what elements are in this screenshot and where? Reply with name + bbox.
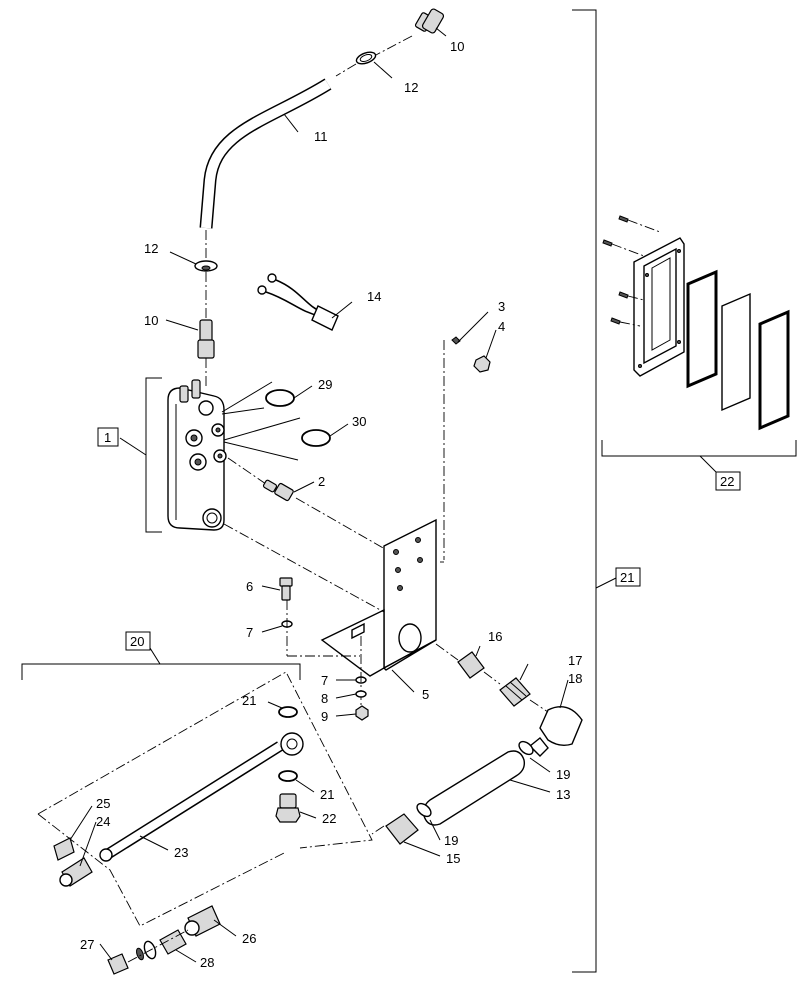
fitting-28 <box>136 929 187 961</box>
fitting-24 <box>59 857 93 887</box>
cap-25 <box>53 837 75 861</box>
clamp-19-lower <box>416 802 432 818</box>
assembly-20-group <box>21 647 373 927</box>
callout-3: 3 <box>498 299 505 314</box>
callout-20: 20 <box>130 634 144 649</box>
fitting-10-top <box>373 8 445 57</box>
bracket-assembly-21 <box>572 9 617 973</box>
fitting-16 <box>435 643 501 685</box>
callout-25: 25 <box>96 796 110 811</box>
callout-22: 22 <box>322 811 336 826</box>
plug-27 <box>107 929 189 975</box>
box-21 <box>615 567 641 587</box>
callout-28: 28 <box>200 955 214 970</box>
fitting-15 <box>371 813 419 845</box>
wire-harness-14 <box>257 273 339 331</box>
box-22 <box>715 471 741 491</box>
callout-18: 18 <box>568 671 582 686</box>
callout-14: 14 <box>367 289 381 304</box>
clamp-12-top <box>335 51 377 77</box>
callout-10-lower: 10 <box>144 313 158 328</box>
callout-8: 8 <box>321 691 328 706</box>
callout-21-upper: 21 <box>242 693 256 708</box>
fitting-10-lower <box>197 319 215 386</box>
nut-9 <box>355 705 369 721</box>
box-20 <box>125 631 151 651</box>
callout-21-lower: 21 <box>320 787 334 802</box>
callout-4: 4 <box>498 319 505 334</box>
nut-4 <box>473 355 491 373</box>
bolt-6 <box>279 577 293 601</box>
washer-8 <box>355 690 367 698</box>
tube-23 <box>99 732 304 862</box>
bracket-group-22 <box>601 440 797 473</box>
callout-10-top: 10 <box>450 39 464 54</box>
mounting-bracket-5 <box>223 518 444 677</box>
callout-labels: 10 12 11 12 10 14 3 4 1 29 30 2 6 7 20 7… <box>80 39 734 970</box>
callout-23: 23 <box>174 845 188 860</box>
callout-7-upper: 7 <box>246 625 253 640</box>
callout-7-lower: 7 <box>321 673 328 688</box>
callout-6: 6 <box>246 579 253 594</box>
callout-22-box: 22 <box>720 474 734 489</box>
callout-21-box: 21 <box>620 570 634 585</box>
callout-24: 24 <box>96 814 110 829</box>
callout-17: 17 <box>568 653 582 668</box>
o-ring-21-upper <box>278 706 298 718</box>
callout-11: 11 <box>314 129 328 144</box>
callout-29: 29 <box>318 377 332 392</box>
o-ring-29 <box>265 389 295 407</box>
callout-30: 30 <box>352 414 366 429</box>
hose-11 <box>199 78 332 262</box>
callout-13: 13 <box>556 787 570 802</box>
clamp-19-upper <box>518 740 534 756</box>
box-1 <box>97 427 119 447</box>
tank-assembly-1 <box>119 377 301 533</box>
callout-27: 27 <box>80 937 94 952</box>
callout-12-lower: 12 <box>144 241 158 256</box>
callout-19-lower: 19 <box>444 833 458 848</box>
o-ring-30 <box>301 429 331 447</box>
callout-1: 1 <box>104 430 111 445</box>
hose-13 <box>422 750 526 826</box>
plug-22 <box>275 793 301 823</box>
window-frame-part <box>633 237 685 377</box>
callout-15: 15 <box>446 851 460 866</box>
clamp-12-lower <box>194 260 218 318</box>
callout-2: 2 <box>318 474 325 489</box>
o-ring-21-lower <box>278 770 298 782</box>
bolt-3 <box>443 336 461 560</box>
gasket-panels <box>686 269 790 431</box>
callout-12-top: 12 <box>404 80 418 95</box>
washer-7-upper <box>281 600 360 657</box>
callout-5: 5 <box>422 687 429 702</box>
fitting-17 <box>499 677 531 707</box>
screw-set <box>602 215 661 327</box>
callout-9: 9 <box>321 709 328 724</box>
callout-16: 16 <box>488 629 502 644</box>
elbow-18 <box>528 699 583 757</box>
leader-lines <box>69 27 569 963</box>
callout-19-upper: 19 <box>556 767 570 782</box>
callout-26: 26 <box>242 931 256 946</box>
